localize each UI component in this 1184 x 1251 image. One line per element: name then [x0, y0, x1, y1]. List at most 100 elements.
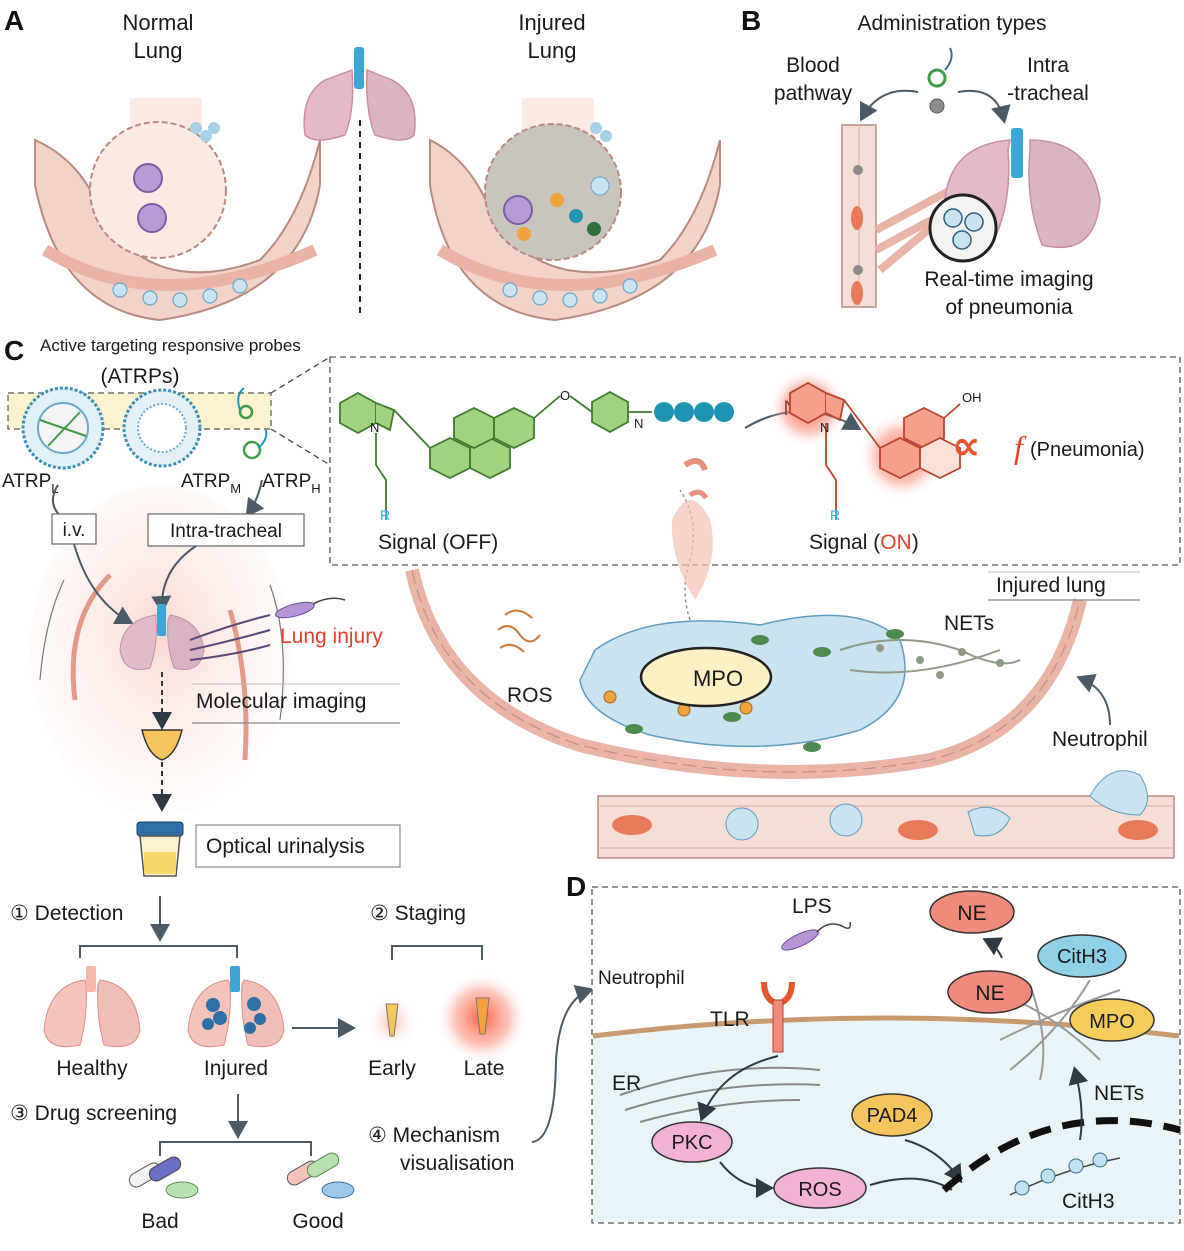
- neutrophil-cluster-icon: [943, 208, 984, 250]
- administration-types-title: Administration types: [857, 12, 1046, 35]
- mechanism-label-1: ④ Mechanism: [368, 1124, 500, 1147]
- macrophage-icon: [137, 203, 167, 233]
- ne-bubble-top: [929, 890, 1015, 934]
- ne-bubble-mid: [947, 970, 1033, 1014]
- mpo-bubble: [1069, 998, 1155, 1042]
- good-drug-pills-icon: [286, 1152, 355, 1199]
- tlr-receptor-icon: [761, 981, 795, 1053]
- intratracheal-label: Intra-tracheal: [170, 521, 282, 542]
- nucleus-icon: [639, 646, 773, 708]
- real-time-imaging-label-2: of pneumonia: [945, 296, 1073, 319]
- pad4-label: PAD4: [867, 1105, 918, 1127]
- normal-alveolus-illustration: [34, 98, 321, 322]
- n-atom-on: N: [820, 420, 829, 435]
- iv-box: [51, 513, 97, 545]
- capillary-illustration: [597, 770, 1175, 859]
- o-atom-off: O: [560, 388, 570, 403]
- detection-label: ① Detection: [10, 902, 123, 925]
- zoom-circle: [928, 193, 998, 263]
- late-label: Late: [464, 1057, 505, 1080]
- panel-label-c: C: [4, 335, 24, 366]
- early-label: Early: [368, 1057, 416, 1080]
- pneumonia-label: (Pneumonia): [1030, 439, 1145, 461]
- iv-label: i.v.: [63, 520, 86, 541]
- intra-tracheal-arrow: [957, 89, 1011, 124]
- ne-mid-label: NE: [975, 982, 1004, 1005]
- bacterium-icon: [275, 597, 346, 619]
- lung-icon: [303, 47, 416, 141]
- lps-icon: [781, 921, 852, 951]
- ros-bubble: [773, 1167, 867, 1209]
- detection-bracket: [79, 945, 238, 958]
- body-lung-icon: [119, 604, 205, 670]
- lps-label: LPS: [792, 895, 832, 918]
- ne-top-label: NE: [957, 902, 986, 925]
- probe-icon: [927, 47, 953, 114]
- r-group-off: R: [380, 507, 390, 523]
- panel-label-a: A: [4, 5, 24, 36]
- body-vessels: [70, 573, 249, 761]
- r-group-on: R: [830, 507, 840, 523]
- mechanism-label-2: visualisation: [400, 1152, 514, 1175]
- blood-vessel-illustration: [841, 124, 962, 308]
- real-time-imaging-label-1: Real-time imaging: [924, 268, 1093, 291]
- oh-atom-on: OH: [962, 390, 982, 405]
- intra-tracheal-label-1: Intra: [1027, 54, 1069, 77]
- nets-d-label: NETs: [1094, 1082, 1144, 1105]
- atrps-title: Active targeting responsive probes: [40, 336, 301, 355]
- intratracheal-box: [147, 513, 305, 547]
- pad4-bubble: [851, 1093, 933, 1137]
- cith3-label: CitH3: [1057, 946, 1107, 968]
- atrp-l-nanoparticle-icon: [21, 386, 105, 470]
- neutrophil-d-label: Neutrophil: [598, 968, 685, 989]
- probe-on-structure: [768, 368, 961, 520]
- mechanism-arrow: [531, 984, 594, 1143]
- tlr-to-pkc-arrow: [697, 1055, 779, 1122]
- atrp-m-liposome-icon: [122, 388, 202, 468]
- early-tube-icon: [385, 1003, 399, 1037]
- injured-lung-icon: [187, 966, 285, 1048]
- bad-label: Bad: [141, 1210, 178, 1233]
- good-label: Good: [292, 1210, 343, 1233]
- intratracheal-to-lung-arrow: [151, 545, 197, 614]
- normal-lung-label-1: Normal: [123, 10, 194, 35]
- drug-bracket: [159, 1141, 312, 1156]
- injured-lung-label-2: Lung: [528, 38, 577, 63]
- atrp-l-label: ATRPL: [2, 471, 59, 496]
- injured-lung-label: Injured lung: [996, 574, 1106, 597]
- molecular-imaging-label: Molecular imaging: [196, 690, 366, 713]
- mpo-nucleus-label: MPO: [693, 666, 743, 691]
- nets-fibers-icon: [989, 979, 1121, 1081]
- ros-d-label: ROS: [798, 1179, 841, 1201]
- bad-drug-pills-icon: [128, 1156, 199, 1199]
- intratracheal-arrow-top: [245, 479, 265, 518]
- mpo-d-label: MPO: [1089, 1011, 1135, 1033]
- cith3-bubble: [1037, 934, 1127, 978]
- pkc-bubble: [651, 1121, 733, 1163]
- injured-lung-label-1: Injured: [518, 10, 585, 35]
- er-icon: [619, 1066, 821, 1123]
- healthy-lung-icon: [43, 966, 141, 1048]
- panel-label-d: D: [566, 871, 586, 902]
- pkc-label: PKC: [671, 1132, 712, 1154]
- zoom-connector-bottom: [270, 428, 331, 466]
- blood-pathway-arrow: [859, 89, 919, 122]
- peptide-chain-icon: [654, 402, 734, 422]
- atrps-abbrev: (ATRPs): [101, 365, 180, 388]
- normal-lung-label-2: Lung: [134, 38, 183, 63]
- panel-label-b: B: [741, 5, 761, 36]
- chromatin-to-nets-arrow: [1068, 1066, 1089, 1141]
- neutrophil-label: Neutrophil: [1052, 728, 1148, 751]
- nuclear-envelope: [941, 1117, 1181, 1193]
- urine-cup-icon: [136, 821, 184, 877]
- bacteria-waves: [189, 614, 271, 661]
- staging-label: ② Staging: [370, 902, 466, 925]
- proportional-symbol: ∝: [952, 423, 980, 469]
- healthy-label: Healthy: [56, 1057, 128, 1080]
- injured-alveolus-illustration: [429, 98, 721, 322]
- er-label: ER: [612, 1072, 641, 1095]
- atrp-h-probe-icon: [237, 387, 268, 460]
- signal-on-label: Signal (ON): [809, 531, 919, 554]
- iv-to-lung-arrow: [73, 543, 134, 625]
